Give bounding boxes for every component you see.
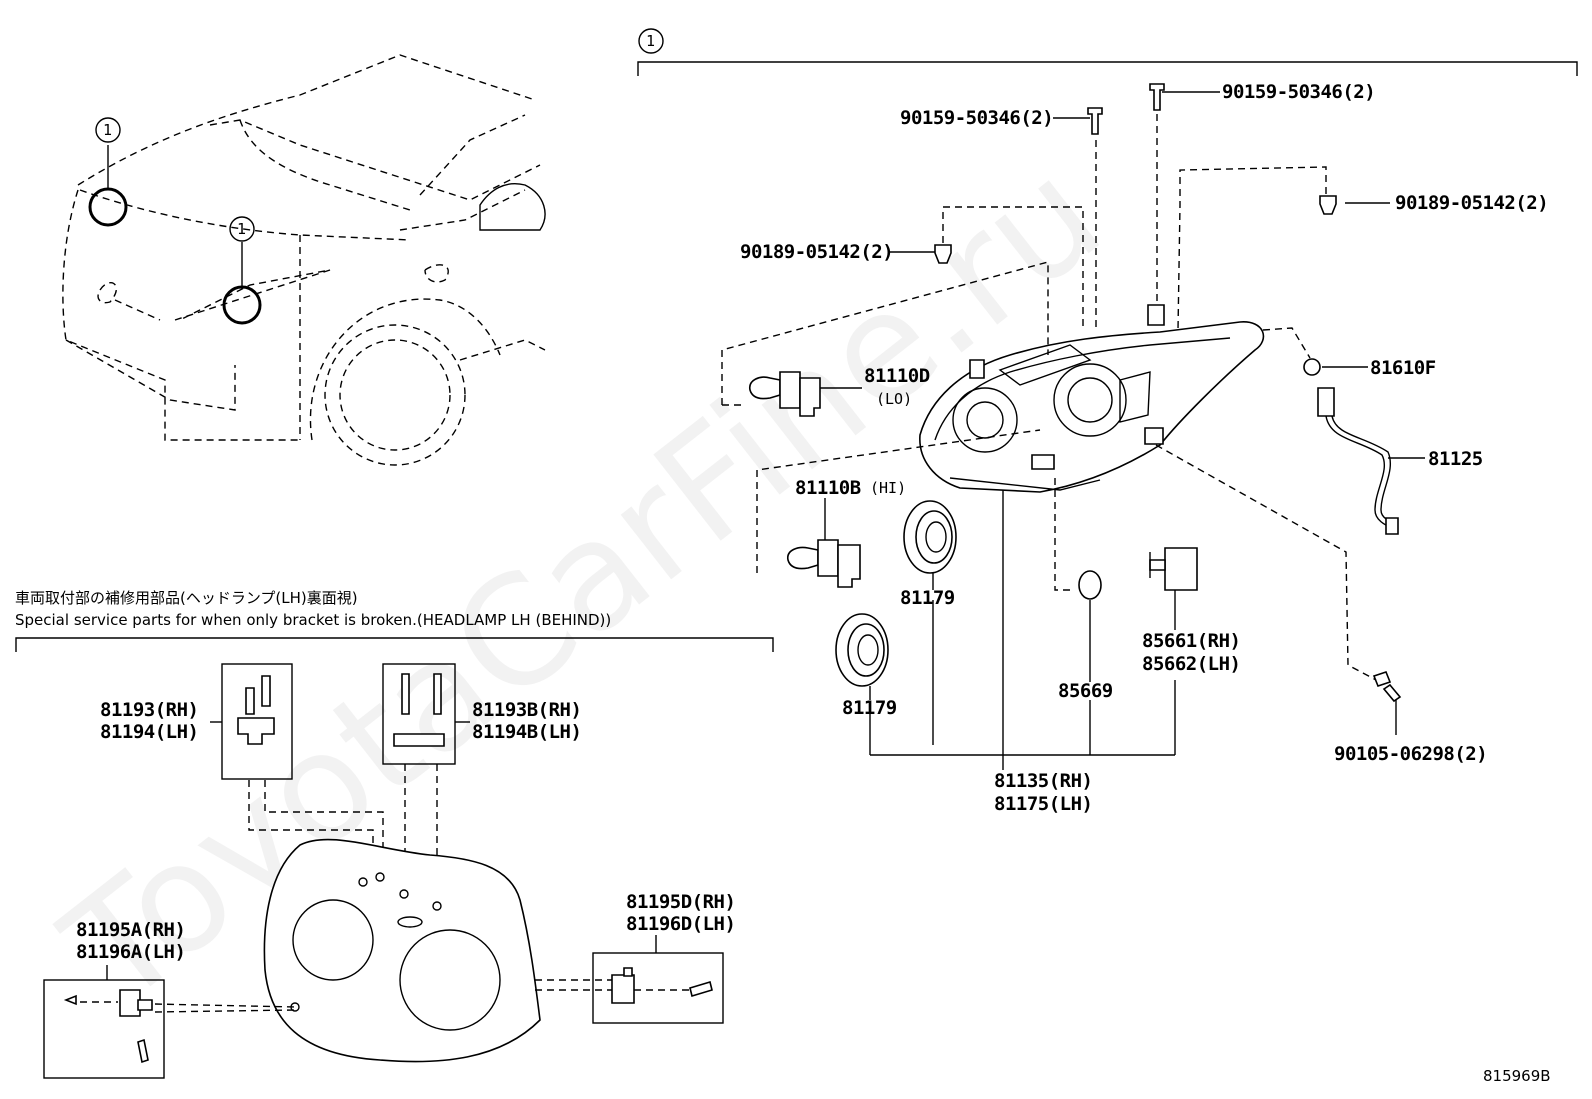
label-bracket-d-lh: 81196D(LH) bbox=[626, 913, 735, 935]
o-ring bbox=[1054, 478, 1102, 682]
label-bulb-hi-sub: (HI) bbox=[870, 479, 906, 497]
clip-left bbox=[890, 206, 1084, 330]
assembly-bracket-lines bbox=[869, 490, 1176, 770]
label-assembly-lh: 81175(LH) bbox=[994, 793, 1092, 815]
label-bulb-hi: 81110B bbox=[795, 477, 861, 499]
headlamp-marker-left bbox=[88, 187, 128, 227]
watermark: ToyotaCarFine.ru bbox=[34, 128, 1132, 1039]
label-socket-wire: 81125 bbox=[1428, 448, 1483, 470]
headlamp-marker-right bbox=[222, 285, 262, 325]
callout-number-1a: 1 bbox=[103, 121, 112, 139]
side-bulb bbox=[1262, 327, 1368, 376]
label-bracket-c-rh: 81195A(RH) bbox=[76, 919, 185, 941]
cap-lower bbox=[835, 613, 889, 700]
bulb-hi bbox=[756, 429, 1041, 588]
callout-number-1b: 1 bbox=[237, 220, 246, 238]
label-bracket-c-lh: 81196A(LH) bbox=[76, 941, 185, 963]
bracket-d-box bbox=[592, 952, 724, 1024]
label-clip-left: 90189-05142(2) bbox=[740, 241, 893, 263]
service-parts-bracket bbox=[15, 637, 774, 652]
label-bracket-a-rh: 81193(RH) bbox=[100, 699, 198, 721]
bracket-b-box bbox=[382, 663, 456, 765]
label-actuator-rh: 85661(RH) bbox=[1142, 630, 1240, 652]
label-cap-upper: 81179 bbox=[900, 587, 955, 609]
service-parts-view bbox=[43, 663, 724, 1079]
screw-top-right bbox=[1149, 83, 1220, 322]
socket-wire bbox=[1317, 387, 1425, 535]
leveling-actuator bbox=[1149, 547, 1198, 630]
note-english: Special service parts for when only brac… bbox=[15, 611, 611, 629]
bulb-lo bbox=[721, 261, 1049, 417]
label-bracket-a-lh: 81194(LH) bbox=[100, 721, 198, 743]
label-bracket-b-lh: 81194B(LH) bbox=[472, 721, 581, 743]
screw-top-left bbox=[1053, 107, 1103, 330]
headlamp-back-cover bbox=[263, 838, 541, 1063]
label-actuator-lh: 85662(LH) bbox=[1142, 653, 1240, 675]
bracket-c-box bbox=[43, 979, 165, 1079]
car-front-view: 1 1 bbox=[62, 54, 546, 466]
label-clip-right: 90189-05142(2) bbox=[1395, 192, 1548, 214]
label-cap-lower: 81179 bbox=[842, 697, 897, 719]
callout-number-1c: 1 bbox=[646, 32, 655, 50]
diagram-code: 815969B bbox=[1483, 1067, 1551, 1085]
screw-bottom-right bbox=[1155, 444, 1402, 735]
label-bulb-lo: 81110D bbox=[864, 365, 930, 387]
label-bulb-lo-sub: (LO) bbox=[876, 390, 912, 408]
cap-upper bbox=[903, 500, 957, 590]
headlamp-exploded-view: 1 bbox=[637, 28, 1578, 770]
label-screw-top-left: 90159-50346(2) bbox=[900, 107, 1053, 129]
label-bracket-b-rh: 81193B(RH) bbox=[472, 699, 581, 721]
label-assembly-rh: 81135(RH) bbox=[994, 770, 1092, 792]
headlamp-housing bbox=[919, 304, 1265, 493]
note-japanese: 車両取付部の補修用部品(ヘッドランプ(LH)裏面視) bbox=[15, 589, 358, 607]
label-bracket-d-rh: 81195D(RH) bbox=[626, 891, 735, 913]
label-screw-bottom-right: 90105-06298(2) bbox=[1334, 743, 1487, 765]
label-o-ring: 85669 bbox=[1058, 680, 1113, 702]
part-labels: 90159-50346(2) 90159-50346(2) 90189-0514… bbox=[76, 81, 1551, 1085]
clip-right bbox=[1177, 166, 1390, 331]
label-side-bulb: 81610F bbox=[1370, 357, 1436, 379]
label-screw-top-right: 90159-50346(2) bbox=[1222, 81, 1375, 103]
